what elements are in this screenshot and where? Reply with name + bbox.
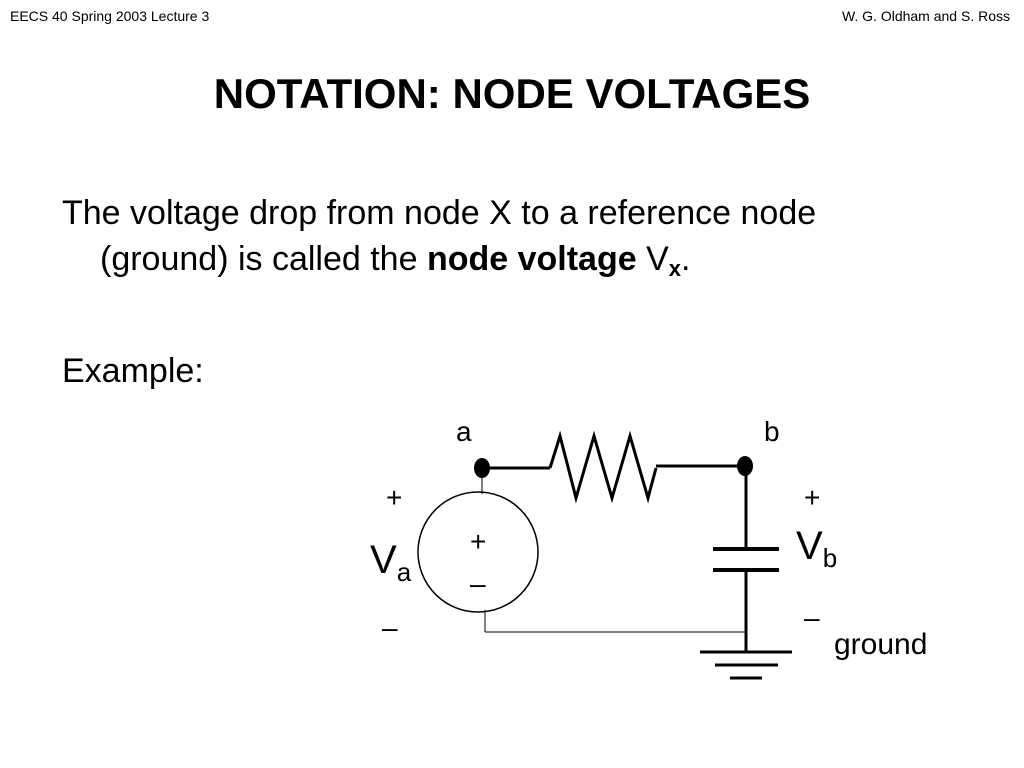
vb-subscript: b — [822, 543, 838, 573]
resistor — [548, 430, 658, 504]
va-symbol: V — [370, 538, 397, 582]
node-a-dot — [474, 458, 490, 478]
definition-text: The voltage drop from node X to a refere… — [62, 190, 982, 292]
vb-symbol: V — [796, 524, 823, 568]
vx-symbol: V — [636, 240, 669, 278]
definition-line-2: (ground) is called the node voltage Vx. — [62, 236, 982, 292]
header-course-info: EECS 40 Spring 2003 Lecture 3 — [10, 8, 210, 24]
vx-subscript: x — [668, 256, 682, 281]
example-label: Example: — [62, 352, 204, 390]
node-b-label: b — [764, 416, 780, 447]
slide-title: NOTATION: NODE VOLTAGES — [213, 70, 811, 117]
node-b-dot — [737, 456, 753, 476]
source-plus-sign: + — [470, 526, 487, 557]
header-authors: W. G. Oldham and S. Ross — [841, 8, 1010, 24]
definition-line-1: The voltage drop from node X to a refere… — [62, 194, 817, 232]
vb-label: Vb — [796, 526, 837, 571]
vb-minus-sign: – — [804, 602, 820, 633]
node-voltage-term: node voltage — [426, 240, 637, 278]
source-minus-sign: – — [470, 568, 486, 599]
vb-plus-sign: + — [804, 482, 821, 513]
va-minus-sign: – — [382, 612, 398, 643]
definition-period: . — [681, 240, 691, 278]
definition-line-2-prefix: (ground) is called the — [100, 240, 427, 278]
voltage-source — [417, 491, 539, 613]
ground-label: ground — [834, 628, 928, 661]
va-subscript: a — [396, 557, 412, 587]
node-a-label: a — [456, 416, 472, 447]
va-plus-sign: + — [386, 482, 403, 513]
va-label: Va — [370, 540, 411, 585]
